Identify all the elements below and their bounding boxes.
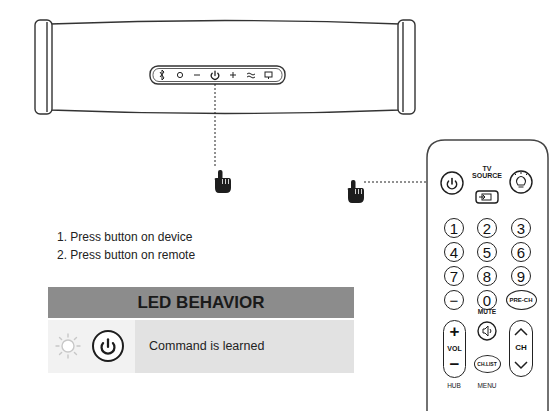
icon-cell [48, 320, 135, 373]
remote-button: 5 [477, 242, 497, 262]
remote-label: MENU [477, 383, 496, 390]
button-text: + [450, 323, 460, 340]
remote-button: PRE-CH [506, 290, 537, 310]
button-text: 0 [483, 293, 491, 308]
remote-button: 2 [477, 218, 497, 238]
remote-button: 1 [444, 218, 464, 238]
volume-rocker: + VOL − [443, 320, 466, 378]
remote-button: 8 [477, 266, 497, 286]
instruction-text: 1. Press button on device [57, 231, 192, 244]
remote-button: 9 [511, 266, 531, 286]
button-text: 4 [450, 245, 458, 260]
button-text: − [450, 293, 459, 308]
button-text: VOL [447, 345, 461, 352]
remote-button: 3 [511, 218, 531, 238]
button-text: − [450, 356, 460, 373]
button-text: CH [515, 344, 527, 352]
soundbar [35, 20, 415, 114]
remote-button: − [444, 290, 464, 310]
instruction-text: 2. Press button on remote [57, 249, 195, 262]
sun-icon [56, 334, 80, 358]
text-cell [135, 320, 354, 373]
button-text: 6 [517, 245, 525, 260]
remote-button: 6 [511, 242, 531, 262]
device-buttons [160, 70, 272, 80]
remote-button: 0 [477, 290, 497, 310]
button-text: 1 [450, 221, 458, 236]
remote-icons [441, 171, 532, 368]
remote-button: 4 [444, 242, 464, 262]
behavior-cell: Command is learned [135, 320, 354, 373]
hand-icon [348, 180, 364, 203]
remote-body [427, 140, 548, 411]
channel-rocker: CH [509, 320, 533, 377]
button-text: 5 [483, 245, 491, 260]
remote-button: 7 [444, 266, 464, 286]
leader-line [215, 84, 216, 168]
hand-icon [215, 170, 231, 193]
remote-label: TV SOURCE [472, 165, 502, 180]
button-text: 8 [483, 269, 491, 284]
header-band: LED BEHAVIOR [48, 287, 354, 318]
button-text: 3 [517, 221, 525, 236]
button-text: 9 [517, 269, 525, 284]
button-text: 2 [483, 221, 491, 236]
remote-label: HUB [447, 383, 461, 390]
button-text: LED BEHAVIOR [137, 294, 264, 311]
button-text: Command is learned [149, 340, 264, 353]
remote-button: CH.LIST [474, 355, 501, 373]
button-text: CH.LIST [477, 362, 496, 367]
button-text: PRE-CH [509, 297, 532, 303]
button-text: 7 [450, 269, 458, 284]
remote-label: MUTE [478, 309, 496, 316]
power-icon [93, 331, 123, 361]
